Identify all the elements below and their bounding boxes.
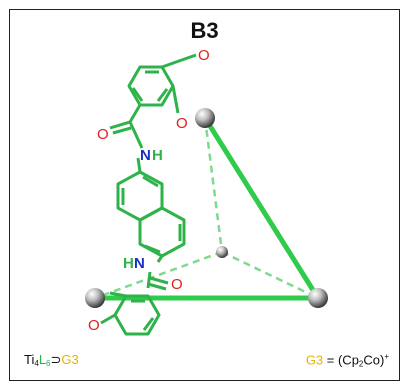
- atom-oxygen-4: O: [171, 276, 183, 293]
- formula-host-guest: Ti4L6⊃G3: [24, 352, 79, 368]
- guest-charge: +: [384, 352, 389, 361]
- panel-title: B3: [190, 18, 219, 43]
- figure-frame: [9, 9, 400, 381]
- atom-hydrogen-1: H: [152, 147, 163, 164]
- guest-cp-sub: 2: [358, 359, 364, 369]
- vertex-left-sphere: [85, 288, 105, 308]
- ligand-structure: [100, 53, 197, 336]
- vertex-back-sphere: [216, 246, 228, 258]
- atom-hydrogen-2: H: [123, 255, 134, 272]
- atom-oxygen-1: O: [198, 47, 210, 64]
- formula-ti: Ti: [24, 352, 35, 367]
- tetrahedron-dashed-edges: [94, 117, 319, 300]
- atom-oxygen-3: O: [97, 126, 109, 143]
- guest-co: Co): [363, 352, 385, 368]
- formula-ligand-sub: 6: [46, 359, 51, 368]
- formula-guest-definition: G3 = (Cp2Co)+: [306, 352, 389, 368]
- formula-guest: G3: [61, 352, 79, 367]
- atom-nitrogen-1: N: [140, 147, 151, 164]
- vertex-top-sphere: [195, 108, 215, 128]
- formula-ti-sub: 4: [34, 359, 39, 368]
- guest-equals: = (Cp: [323, 352, 359, 368]
- vertex-right-sphere: [308, 288, 328, 308]
- atom-nitrogen-2: N: [134, 255, 145, 272]
- atom-oxygen-2: O: [176, 115, 188, 132]
- guest-label: G3: [305, 352, 324, 368]
- atom-oxygen-5: O: [88, 317, 100, 334]
- formula-contains: ⊃: [50, 352, 62, 367]
- formula-ligand: L: [38, 352, 47, 367]
